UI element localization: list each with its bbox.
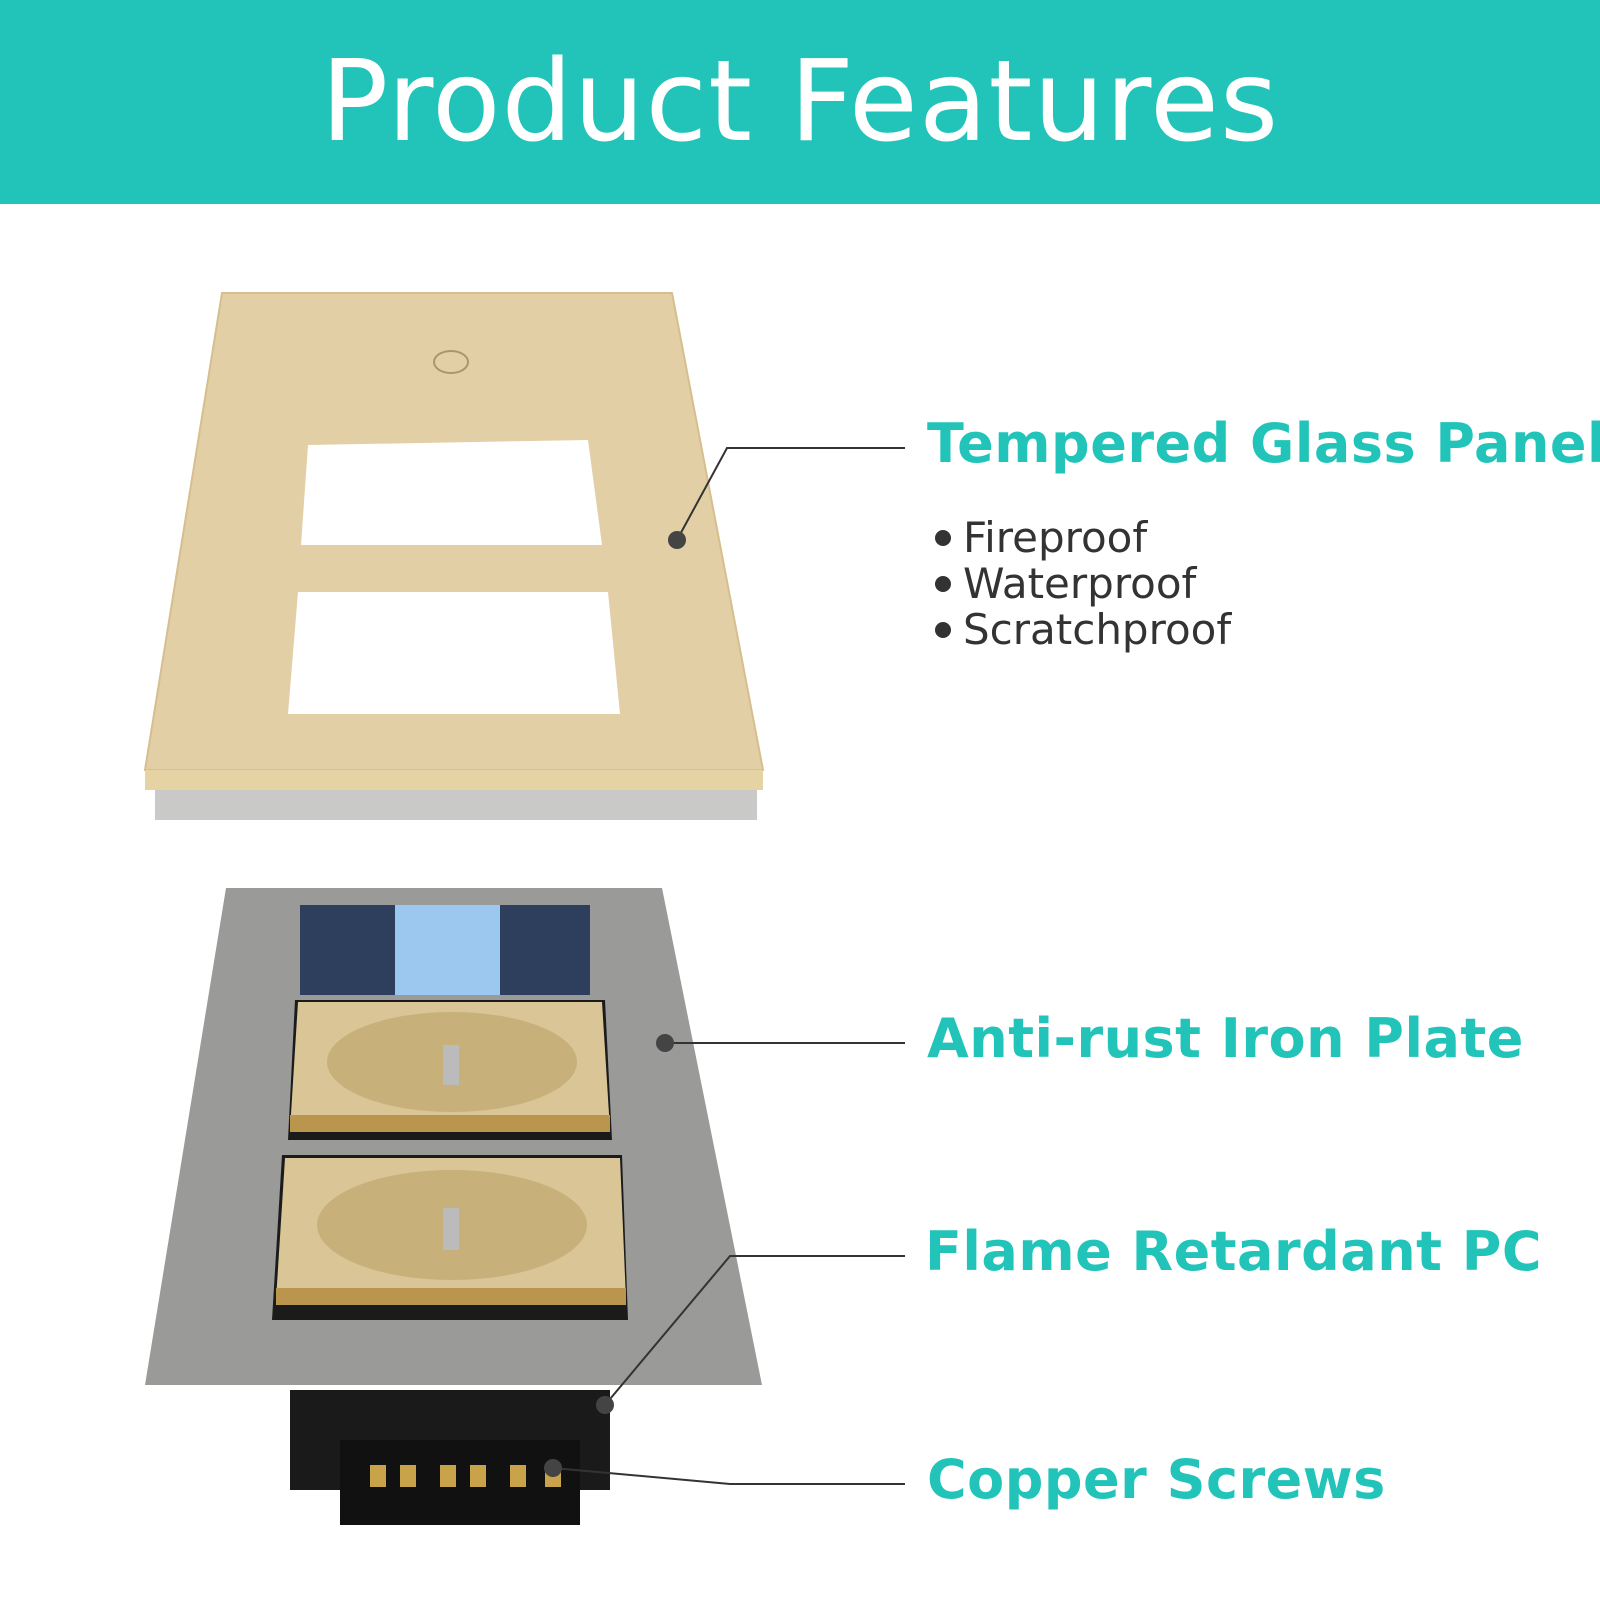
feature-label-flame-retardant: Flame Retardant PC xyxy=(925,1220,1542,1283)
bullet-item: Fireproof xyxy=(935,515,1231,561)
bullet-dot-icon xyxy=(935,622,951,638)
touch-button-icon xyxy=(433,350,469,374)
feature-label-copper-screws: Copper Screws xyxy=(927,1448,1386,1511)
bullet-dot-icon xyxy=(935,530,951,546)
header-banner: Product Features xyxy=(0,0,1600,204)
iron-plate-image xyxy=(145,888,762,1525)
feature-label-iron-plate: Anti-rust Iron Plate xyxy=(927,1007,1524,1070)
page-title: Product Features xyxy=(320,37,1280,167)
bullet-item: Waterproof xyxy=(935,561,1231,607)
feature-label-glass-panel: Tempered Glass Panel xyxy=(927,412,1600,475)
glass-panel-bullets: Fireproof Waterproof Scratchproof xyxy=(935,515,1231,653)
glass-panel-image xyxy=(143,292,765,820)
leader-lines xyxy=(552,447,905,1485)
bullet-dot-icon xyxy=(935,576,951,592)
bullet-item: Scratchproof xyxy=(935,607,1231,653)
